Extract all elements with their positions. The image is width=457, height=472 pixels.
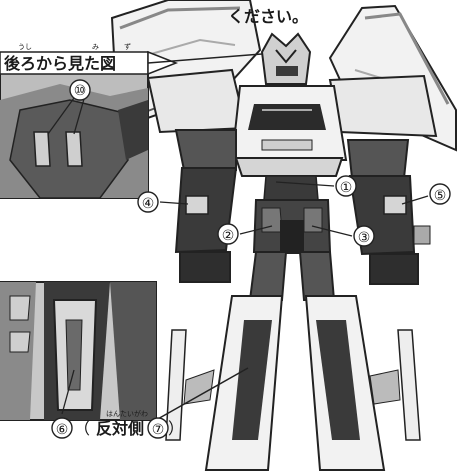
callout-2: ② <box>217 223 273 245</box>
rear-view-ruby-1: うし <box>18 43 32 51</box>
instruction-tail: ください。 <box>228 7 308 26</box>
rear-view-ruby-2: み <box>92 43 99 51</box>
callout-1: ① <box>275 175 357 197</box>
callout-5: ⑤ <box>401 183 451 205</box>
callout-7-label: ⑦ <box>152 422 165 438</box>
callout-4: ④ <box>137 191 189 213</box>
robot-chest <box>230 85 348 177</box>
callout-6-label: ⑥ <box>56 422 69 438</box>
callout-10-circle <box>69 79 91 101</box>
callout-10: ⑩ <box>74 83 87 99</box>
callout-2-label: ② <box>222 228 235 244</box>
left-arm <box>174 129 238 283</box>
right-shoulder <box>328 74 438 138</box>
detail-inset <box>0 281 249 421</box>
callout-3-label: ③ <box>358 230 371 246</box>
callout-5-label: ⑤ <box>434 188 447 204</box>
rear-view-title: 後ろから見た図 <box>4 54 116 73</box>
opposite-side-ruby: はんたいがわ <box>106 409 148 418</box>
robot-waist <box>252 175 332 254</box>
callout-3: ③ <box>311 225 375 247</box>
callout-4-label: ④ <box>142 196 155 212</box>
left-leg <box>165 251 288 471</box>
opposite-side-text: 反対側 <box>96 419 144 438</box>
opposite-side-label: ⑥ （ はんたいがわ 反対側 ⑦ ） <box>51 409 184 439</box>
opposite-open-paren: （ <box>74 419 90 438</box>
opposite-close-paren: ） <box>168 419 184 438</box>
left-shoulder <box>146 68 248 134</box>
robot-head <box>260 32 312 85</box>
callout-1-label: ① <box>340 180 353 196</box>
robot-figure <box>110 0 457 471</box>
rear-view-ruby-3: ず <box>124 42 131 51</box>
right-arm <box>346 139 431 285</box>
rear-view-inset: うし み ず 後ろから見た図 ⑩ <box>0 42 263 199</box>
right-leg <box>298 251 421 471</box>
